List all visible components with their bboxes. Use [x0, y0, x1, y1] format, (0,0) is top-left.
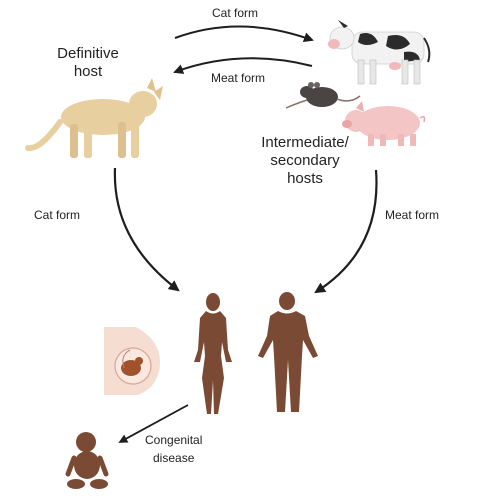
arrow-cat-to-intermediate — [174, 25, 314, 42]
intermediate-hosts-label: Intermediate/ secondary hosts — [261, 134, 349, 187]
congenital-disease-label: Congenital disease — [145, 433, 203, 465]
woman-icon — [194, 293, 232, 414]
meat-form-right-label: Meat form — [385, 208, 440, 222]
man-icon — [258, 292, 318, 412]
cow-icon — [328, 20, 431, 85]
cat-form-top-label: Cat form — [212, 6, 259, 20]
cat-icon — [25, 78, 163, 158]
arrow-humans-to-infant — [118, 404, 189, 443]
definitive-host-label: Definitive host — [57, 45, 119, 80]
arrow-intermediate-to-humans — [314, 169, 378, 294]
meat-form-top-label: Meat form — [211, 71, 266, 85]
arrow-cat-to-humans — [113, 167, 180, 292]
pig-icon — [342, 101, 426, 146]
rat-icon — [285, 82, 361, 109]
arrow-intermediate-to-cat — [173, 57, 313, 74]
cat-form-left-label: Cat form — [34, 208, 81, 222]
pregnant-belly-icon — [104, 327, 160, 395]
infant-icon — [65, 432, 109, 489]
